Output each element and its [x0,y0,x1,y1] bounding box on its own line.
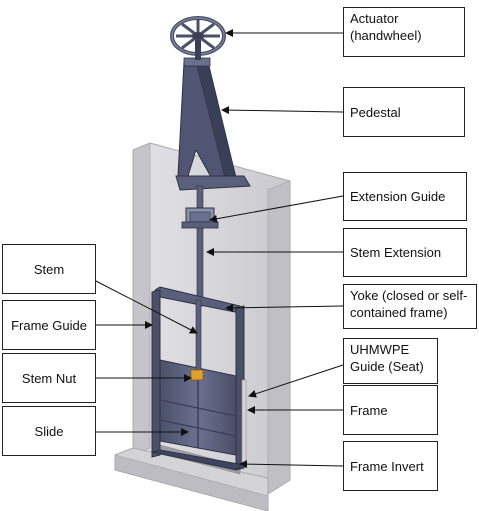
stem [195,299,202,373]
label-frame-invert: Frame Invert [343,441,438,491]
leader-lines [91,29,344,469]
label-extension-guide: Extension Guide [343,172,467,221]
slide-plate [159,359,237,456]
handwheel [170,16,226,60]
stem-extension [196,185,204,307]
stem-nut [190,369,204,381]
label-stem-extension: Stem Extension [343,228,467,277]
label-uhmwpe-guide: UHMWPE Guide (Seat) [343,338,438,384]
label-frame: Frame [343,385,438,435]
label-actuator: Actuator (handwheel) [343,7,465,57]
pedestal [175,57,251,191]
label-stem-nut: Stem Nut [2,353,96,403]
label-frame-guide: Frame Guide [2,300,96,350]
label-slide: Slide [2,406,96,456]
extension-guide-bracket [181,207,219,229]
label-pedestal: Pedestal [343,87,465,137]
label-stem: Stem [2,244,96,294]
label-yoke: Yoke (closed or self- contained frame) [343,284,477,329]
